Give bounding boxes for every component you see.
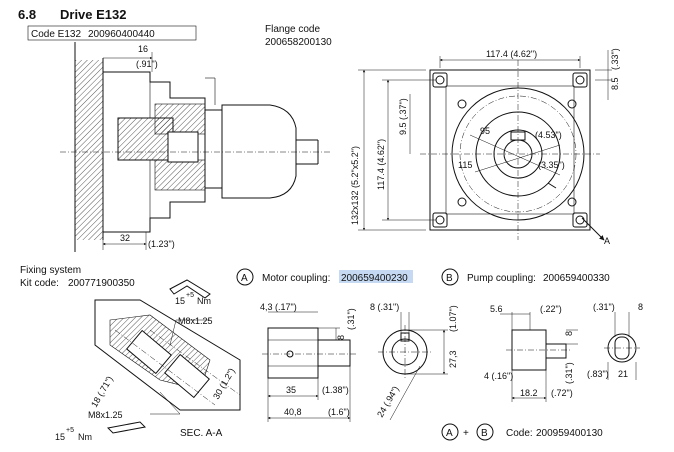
pump-coupling-end-view: (.31") 8 (.83") 21 xyxy=(587,302,643,380)
thread-top: M8x1.25 xyxy=(178,316,213,326)
svg-text:(.33"): (.33") xyxy=(610,48,620,70)
svg-text:5.6: 5.6 xyxy=(490,304,503,314)
svg-text:B: B xyxy=(481,428,488,439)
fixing-label: Fixing system xyxy=(20,265,81,276)
svg-text:(.31"): (.31") xyxy=(593,302,615,312)
section-aa-label: SEC. A-A xyxy=(180,428,223,439)
svg-text:(.72"): (.72") xyxy=(551,388,573,398)
svg-text:8: 8 xyxy=(638,302,643,312)
svg-text:115: 115 xyxy=(458,160,472,170)
svg-text:40,8: 40,8 xyxy=(284,407,302,417)
svg-text:16: 16 xyxy=(138,44,148,54)
svg-text:35: 35 xyxy=(286,385,296,395)
motor-coupling-code-highlight xyxy=(339,270,413,283)
svg-text:4,3 (.17"): 4,3 (.17") xyxy=(260,302,297,312)
flange-front-view: 117.4 (4.62") 8.5 (.33") 132x132 (5.2"x5… xyxy=(350,48,620,246)
svg-text:+5: +5 xyxy=(66,427,74,434)
svg-text:30 (1.2"): 30 (1.2") xyxy=(211,366,237,401)
svg-text:(1.6"): (1.6") xyxy=(328,407,350,417)
svg-text:+: + xyxy=(463,428,469,439)
svg-text:(1.07"): (1.07") xyxy=(448,305,458,332)
section-number: 6.8 xyxy=(18,7,36,22)
svg-text:21: 21 xyxy=(618,369,628,379)
kit-code: 200771900350 xyxy=(68,278,135,289)
drive-code-label: Code E132 xyxy=(31,29,81,40)
combo-marker-a xyxy=(441,423,459,441)
motor-coupling-side-view: 4,3 (.17") 8 (.31") 35 (1.38") 40,8 (1.6… xyxy=(260,302,356,422)
pump-coupling-side-view: 5.6 (.22") 8 (.31") 4 (.16") 18.2 (.72") xyxy=(484,304,578,402)
svg-text:15: 15 xyxy=(55,432,65,442)
drive-code-box xyxy=(27,25,197,41)
svg-text:(1.23"): (1.23") xyxy=(148,239,175,249)
combo-marker-b xyxy=(476,423,494,441)
svg-text:18.2: 18.2 xyxy=(520,388,538,398)
drive-code-value: 200960400440 xyxy=(88,29,155,40)
svg-text:(4.53"): (4.53") xyxy=(535,130,562,140)
wrench-icon xyxy=(106,421,147,434)
svg-text:(3.35"): (3.35") xyxy=(538,160,565,170)
pump-coupling-label: Pump coupling: xyxy=(467,273,536,284)
svg-text:Nm: Nm xyxy=(78,432,92,442)
combo-code-label: Code: xyxy=(506,428,533,439)
svg-text:A: A xyxy=(446,428,453,439)
svg-text:132x132 (5.2"x5.2"): 132x132 (5.2"x5.2") xyxy=(350,146,360,225)
svg-text:15: 15 xyxy=(175,296,185,306)
svg-text:(.31"): (.31") xyxy=(346,308,356,330)
svg-text:Nm: Nm xyxy=(197,296,211,306)
hex-key-icon xyxy=(169,279,211,299)
thread-bottom: M8x1.25 xyxy=(88,410,123,420)
svg-text:8.5: 8.5 xyxy=(610,77,620,90)
svg-text:B: B xyxy=(446,273,453,284)
svg-text:(.91"): (.91") xyxy=(136,59,158,69)
motor-coupling-code[interactable]: 200659400230 xyxy=(341,273,408,284)
svg-text:18 (.71"): 18 (.71") xyxy=(89,374,115,409)
pump-coupling-marker xyxy=(441,268,459,286)
section-title: Drive E132 xyxy=(60,7,127,22)
svg-text:(1.38"): (1.38") xyxy=(322,385,349,395)
combo-code[interactable]: 200959400130 xyxy=(536,428,603,439)
pump-coupling-code[interactable]: 200659400330 xyxy=(543,273,610,284)
svg-text:8 (.31"): 8 (.31") xyxy=(370,302,399,312)
svg-text:4 (.16"): 4 (.16") xyxy=(484,371,513,381)
svg-text:(.31"): (.31") xyxy=(564,362,574,384)
svg-text:(.83"): (.83") xyxy=(587,369,609,379)
flange-label: Flange code xyxy=(265,24,320,35)
fixing-section-view: 18 (.71") 30 (1.2") xyxy=(89,299,241,415)
svg-text:(.22"): (.22") xyxy=(540,304,562,314)
motor-coupling-end-view: 8 (.31") 27,3 (1.07") 24 (.94") xyxy=(370,302,458,421)
svg-text:32: 32 xyxy=(120,233,130,243)
motor-coupling-marker xyxy=(236,268,254,286)
drive-side-view: 16 (.91") 32 (1.23") xyxy=(60,42,330,252)
motor-coupling-label: Motor coupling: xyxy=(262,273,330,284)
svg-text:27,3: 27,3 xyxy=(448,350,458,368)
svg-text:95: 95 xyxy=(480,126,490,136)
svg-text:8: 8 xyxy=(336,335,346,340)
svg-text:24 (.94"): 24 (.94") xyxy=(375,384,401,419)
svg-text:A: A xyxy=(241,273,248,284)
svg-text:117.4 (4.62"): 117.4 (4.62") xyxy=(376,139,386,190)
svg-text:8: 8 xyxy=(564,331,574,336)
svg-text:117.4 (4.62"): 117.4 (4.62") xyxy=(486,49,537,59)
svg-text:A: A xyxy=(604,236,610,246)
kit-label: Kit code: xyxy=(20,278,59,289)
svg-text:+5: +5 xyxy=(186,292,194,299)
svg-text:9.5 (.37"): 9.5 (.37") xyxy=(398,98,408,135)
flange-code: 200658200130 xyxy=(265,37,332,48)
